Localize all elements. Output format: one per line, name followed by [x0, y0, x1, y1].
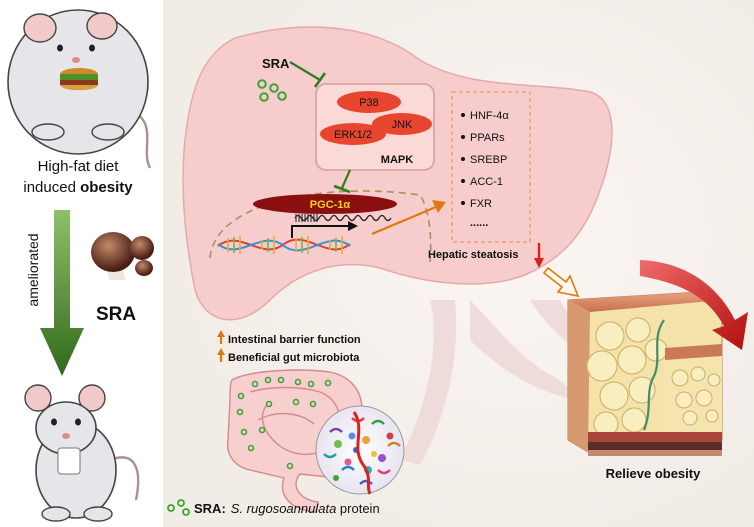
regulation-arrow	[371, 204, 439, 236]
legend-text: SRA:S. rugosoannulata protein	[194, 501, 380, 516]
adipose-tissue-illustration	[567, 291, 723, 456]
kinase-erk-label: ERK1/2	[334, 129, 372, 141]
transcription-start-arrow	[291, 225, 348, 238]
mapk-inhibition-line	[340, 169, 352, 189]
reduction-arrow	[640, 260, 748, 350]
transcription-arrowhead	[348, 221, 358, 231]
target-item: SREBP	[470, 154, 507, 166]
sra-agent-label: SRA	[96, 304, 136, 325]
steatosis-down-arrowhead	[534, 258, 544, 268]
mapk-inhibition-bar	[333, 184, 351, 194]
ameliorated-label: ameliorated	[25, 233, 41, 306]
sra-inhibition-bar	[313, 72, 327, 88]
intestine-sra-dots	[236, 376, 332, 470]
kinase-p38	[337, 91, 401, 113]
cause-line-2: induced obesity	[23, 179, 133, 196]
ameliorated-arrow	[40, 210, 84, 376]
targets-box	[451, 91, 531, 243]
mapk-label: MAPK	[381, 154, 413, 166]
liver-shape	[182, 26, 613, 321]
target-item: ......	[470, 217, 488, 229]
regulation-arrowhead	[432, 200, 446, 213]
sra-inhibition-line	[289, 61, 321, 81]
target-item: ACC-1	[470, 176, 503, 188]
mushroom-image	[91, 232, 154, 280]
kinase-jnk	[372, 113, 432, 135]
microbiota-circle	[315, 405, 405, 495]
dna-helix	[217, 236, 351, 254]
lean-mouse-illustration	[24, 384, 140, 522]
nucleus-boundary	[209, 190, 432, 263]
gut-barrier-label: Intestinal barrier function	[228, 334, 361, 346]
sra-pathway-label: SRA	[262, 56, 290, 71]
kinase-p38-label: P38	[359, 97, 379, 109]
relieve-obesity-label: Relieve obesity	[606, 466, 701, 481]
cause-line-1: High-fat diet	[38, 158, 120, 175]
pgc-1a-protein	[253, 194, 397, 214]
gut-microbiota-label: Beneficial gut microbiota	[228, 352, 360, 364]
obese-mouse-illustration	[7, 9, 152, 169]
target-item: FXR	[470, 198, 492, 210]
legend: SRA:S. rugosoannulata protein	[167, 499, 380, 516]
pgc-1a-label: PGC-1α	[310, 199, 351, 211]
kinase-erk	[320, 123, 386, 145]
target-item: HNF-4α	[470, 110, 509, 122]
promoter-ticks	[295, 214, 318, 222]
gut-effects: Intestinal barrier function Beneficial g…	[217, 330, 361, 364]
sra-dots-cluster	[257, 79, 287, 102]
kinase-jnk-label: JNK	[392, 119, 413, 131]
target-item: PPARs	[470, 132, 505, 144]
target-list: HNF-4α PPARs SREBP ACC-1 FXR ......	[461, 110, 509, 229]
steatosis-label: Hepatic steatosis	[428, 249, 518, 261]
to-tissue-arrow	[542, 266, 580, 298]
